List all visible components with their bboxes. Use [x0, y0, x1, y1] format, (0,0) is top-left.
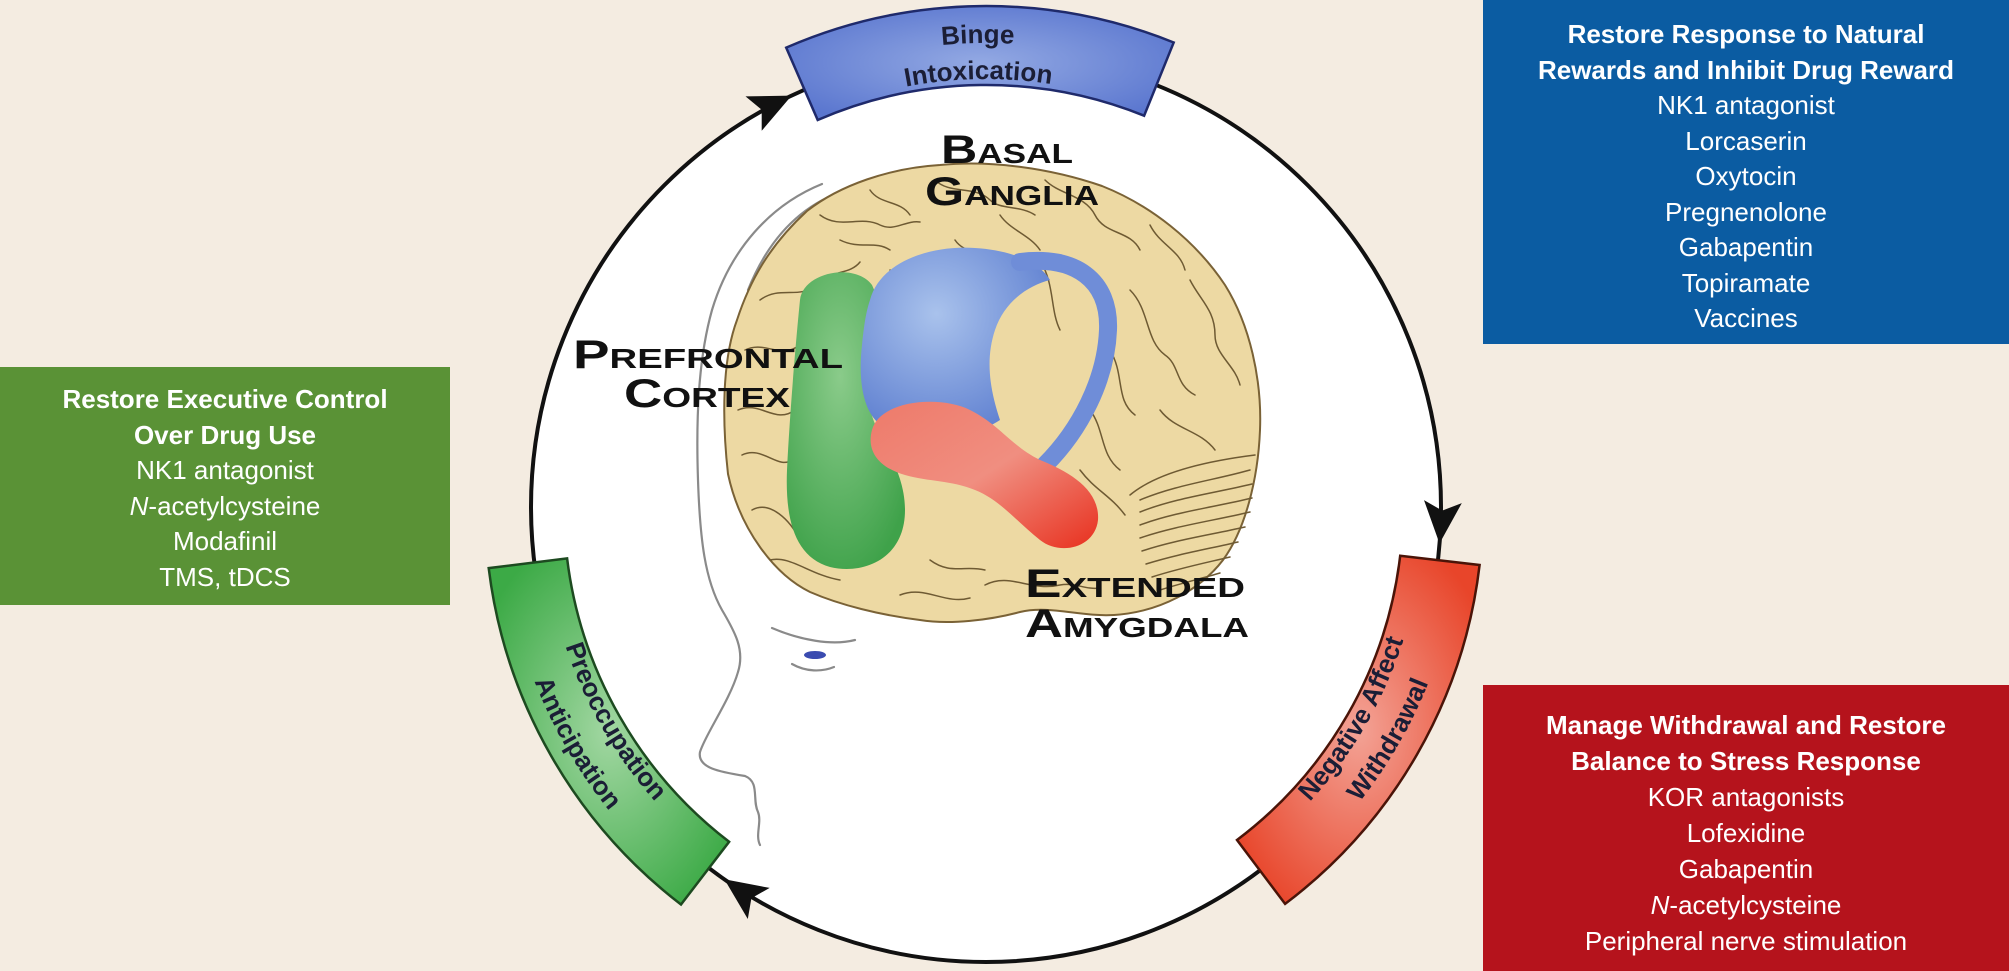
- banner-label: Binge: [940, 19, 1015, 51]
- treatment-item: Gabapentin: [1678, 232, 1814, 262]
- treatment-item: NK1 antagonist: [136, 455, 314, 485]
- cerebellum: [1129, 454, 1256, 591]
- basal-ganglia-tail: [1011, 251, 1118, 474]
- box-title-line: Restore Executive Control: [62, 384, 388, 414]
- brow-line: [770, 626, 857, 644]
- binge-label-line1: Binge: [940, 19, 1015, 51]
- treatment-item: KOR antagonists: [1647, 782, 1845, 812]
- extended-amygdala-label-line1: Extended: [1025, 562, 1245, 606]
- treatment-item: Pregnenolone: [1665, 196, 1827, 227]
- treatment-item: Oxytocin: [1695, 161, 1797, 191]
- treatment-item: N-acetylcysteine: [129, 490, 321, 521]
- banner-shape: [487, 557, 731, 907]
- box-title: Manage Withdrawal and Restore Balance to…: [1483, 707, 2009, 779]
- treatment-box-executive-control: Restore Executive Control Over Drug Use …: [0, 367, 450, 605]
- treatment-item: Lofexidine: [1686, 818, 1806, 848]
- treatment-item: N-acetylcysteine: [1650, 890, 1842, 920]
- box-title-line: Manage Withdrawal and Restore: [1546, 710, 1946, 740]
- treatment-item: Gabapentin: [1678, 854, 1814, 884]
- box-title-line: Rewards and Inhibit Drug Reward: [1537, 54, 1955, 85]
- treatment-item: Modafinil: [172, 526, 278, 556]
- banner-shape: [1235, 554, 1481, 906]
- arrowhead-icon: [1424, 500, 1462, 544]
- treatment-item: Vaccines: [1694, 303, 1798, 333]
- box-title-line: Over Drug Use: [133, 419, 317, 450]
- treatment-item: Peripheral nerve stimulation: [1584, 926, 1908, 956]
- eyelid-line: [790, 662, 836, 672]
- prefrontal-cortex-label-line1: Prefrontal: [573, 333, 843, 377]
- box-title-line: Restore Response to Natural: [1567, 19, 1925, 49]
- banner-shape: [784, 4, 1176, 122]
- extended-amygdala-label-line2: Amygdala: [1025, 602, 1249, 646]
- box-title: Restore Response to Natural Rewards and …: [1483, 17, 2009, 88]
- box-title: Restore Executive Control Over Drug Use: [0, 382, 450, 453]
- basal-ganglia-label-line1: Basal: [941, 128, 1073, 172]
- prefrontal-cortex-label-line2: Cortex: [624, 372, 790, 416]
- brain-illustration: [723, 162, 1262, 624]
- treatment-box-natural-rewards: Restore Response to Natural Rewards and …: [1483, 0, 2009, 344]
- eye-icon: [804, 651, 826, 659]
- stage-banner-binge: Binge Intoxication: [784, 4, 1176, 122]
- arrowhead-icon: [724, 879, 770, 919]
- face-outline: [696, 182, 824, 847]
- treatment-item: Lorcaserin: [1685, 125, 1807, 156]
- basal-ganglia-region: [860, 247, 1050, 437]
- treatment-item: Topiramate: [1681, 267, 1811, 298]
- treatment-box-withdrawal: Manage Withdrawal and Restore Balance to…: [1483, 685, 2009, 971]
- extended-amygdala-region: [870, 401, 1099, 549]
- box-title-line: Balance to Stress Response: [1571, 746, 1921, 776]
- treatment-item: NK1 antagonist: [1657, 90, 1835, 120]
- arrowhead-icon: [745, 95, 792, 131]
- head-profile: [696, 182, 857, 847]
- treatment-item: TMS, tDCS: [159, 561, 291, 592]
- basal-ganglia-label-line2: Ganglia: [925, 170, 1099, 214]
